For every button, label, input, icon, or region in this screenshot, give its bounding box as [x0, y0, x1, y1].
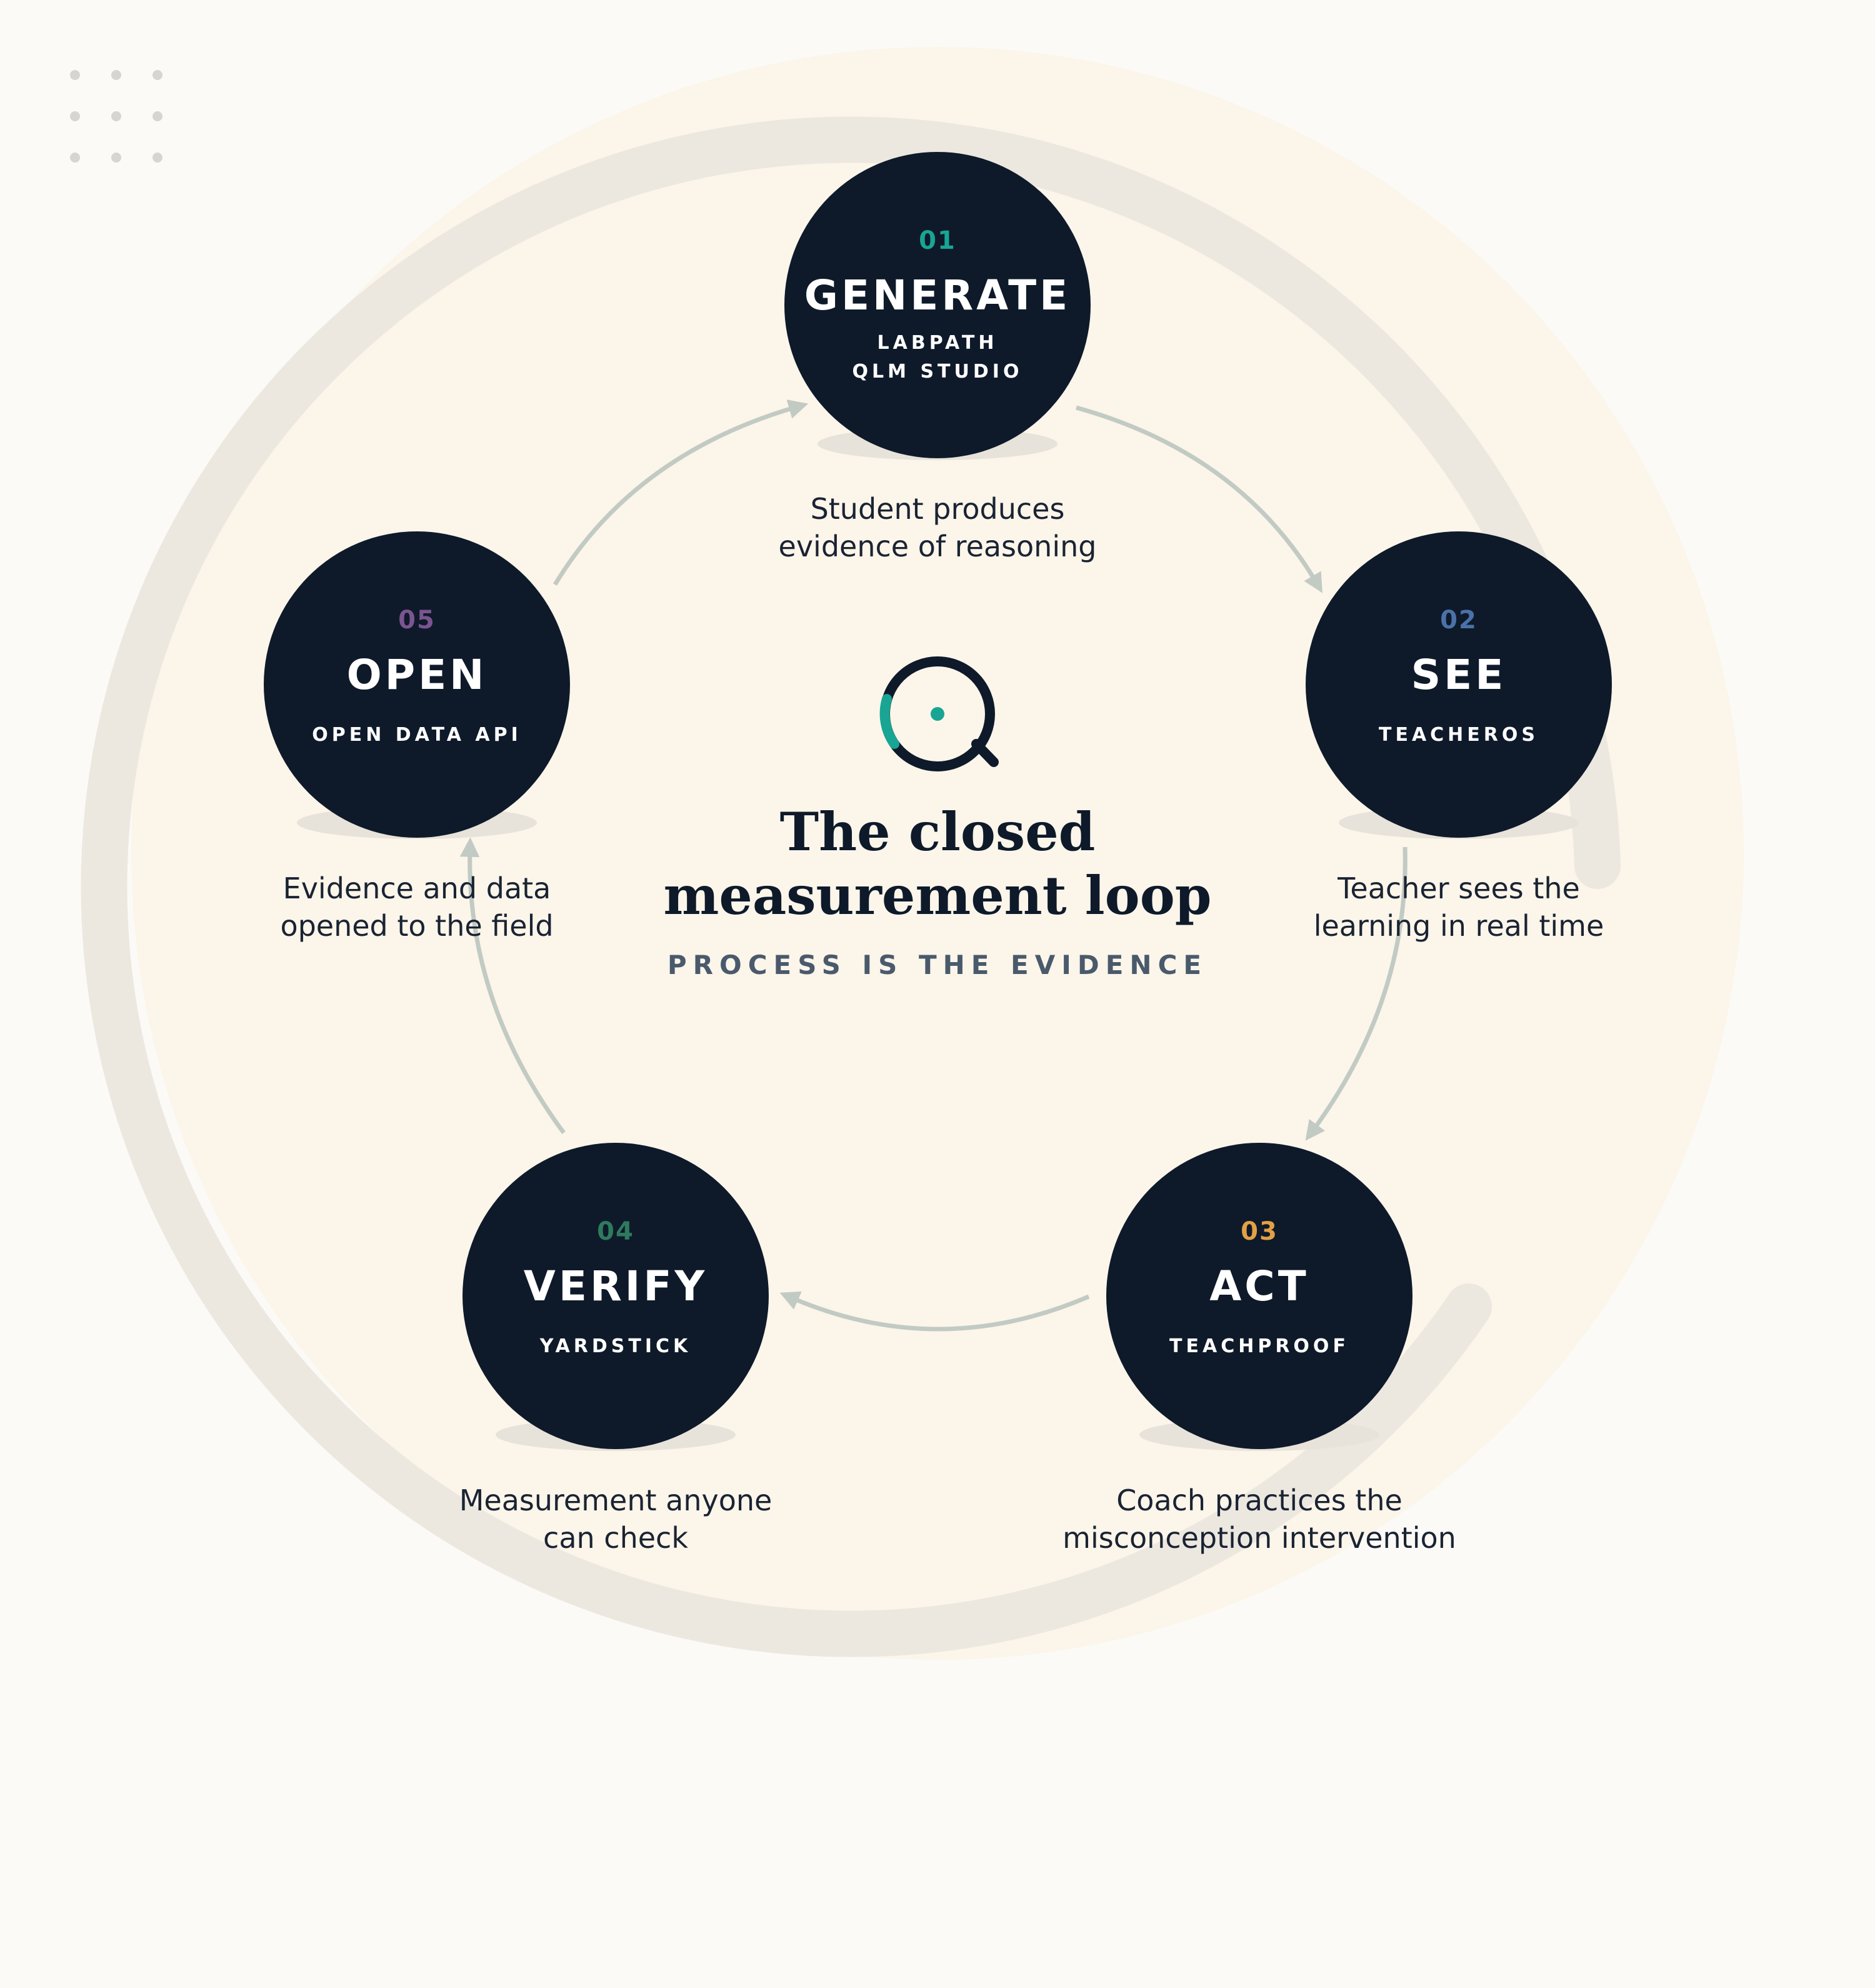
q-magnifier-icon [879, 656, 999, 771]
node-circle [462, 1143, 769, 1449]
step-description-verify: Measurement anyone can check [459, 1483, 772, 1555]
node-circle [784, 152, 1091, 458]
arrow-see-to-act [1305, 846, 1408, 1141]
step-title: SEE [1411, 651, 1507, 699]
step-product: TEACHPROOF [1169, 1335, 1349, 1357]
step-number: 05 [398, 606, 436, 635]
outer-loop-track [81, 116, 1621, 1657]
step-node-see[interactable]: 02 SEE TEACHEROS [1306, 531, 1612, 839]
step-description-line: misconception intervention [1062, 1521, 1456, 1555]
arrow-open-to-generate [553, 399, 809, 586]
center-subtitle: PROCESS IS THE EVIDENCE [668, 950, 1208, 980]
step-description-line: opened to the field [280, 909, 553, 943]
step-description-line: evidence of reasoning [779, 530, 1097, 563]
step-number: 03 [1241, 1217, 1278, 1246]
step-description-line: Evidence and data [283, 871, 551, 905]
center-title-line1: The closed [780, 801, 1096, 863]
step-product: LABPATH [878, 332, 998, 354]
node-circle [264, 531, 570, 838]
step-description-act: Coach practices the misconception interv… [1062, 1483, 1456, 1555]
arrow-verify-to-open [459, 837, 566, 1135]
step-number: 04 [597, 1217, 634, 1246]
step-node-open[interactable]: 05 OPEN OPEN DATA API [264, 531, 570, 839]
center-title-line2: measurement loop [664, 865, 1212, 926]
step-description-open: Evidence and data opened to the field [280, 871, 553, 943]
arrow-act-to-verify [779, 1291, 1090, 1332]
step-product: TEACHEROS [1379, 724, 1539, 746]
step-number: 01 [919, 226, 956, 255]
step-node-verify[interactable]: 04 VERIFY YARDSTICK [462, 1143, 769, 1451]
step-product: OPEN DATA API [312, 724, 522, 746]
step-product-secondary: QLM STUDIO [852, 361, 1023, 383]
step-description-line: learning in real time [1314, 909, 1604, 943]
loop-arrows [459, 399, 1408, 1332]
step-description-see: Teacher sees the learning in real time [1314, 871, 1604, 943]
step-description-line: Teacher sees the [1337, 871, 1580, 905]
step-product: YARDSTICK [539, 1335, 692, 1357]
step-description-line: can check [543, 1521, 688, 1555]
step-node-act[interactable]: 03 ACT TEACHPROOF [1106, 1143, 1412, 1451]
node-circle [1306, 531, 1612, 838]
dot-grid-decoration [70, 70, 162, 163]
step-description-line: Coach practices the [1116, 1483, 1402, 1517]
step-description-line: Measurement anyone [459, 1483, 772, 1517]
step-node-generate[interactable]: 01 GENERATE LABPATH QLM STUDIO [784, 152, 1091, 460]
step-title: ACT [1209, 1262, 1309, 1310]
step-title: VERIFY [524, 1262, 708, 1310]
step-title: GENERATE [804, 271, 1071, 319]
step-title: OPEN [347, 651, 488, 699]
step-number: 02 [1440, 606, 1478, 635]
node-circle [1106, 1143, 1412, 1449]
step-description-line: Student produces [811, 492, 1065, 526]
arrow-generate-to-see [1076, 405, 1322, 593]
step-description-generate: Student produces evidence of reasoning [779, 492, 1097, 563]
